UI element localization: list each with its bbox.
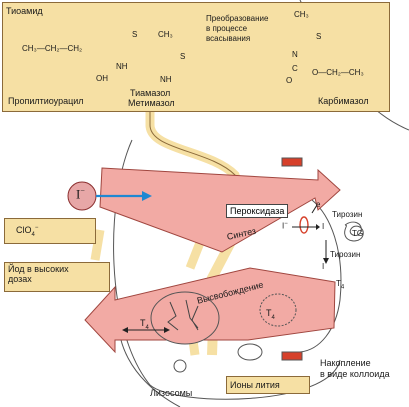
- carbimazole-n-label: N: [292, 50, 298, 59]
- iodine-atom-label: I: [322, 222, 325, 231]
- high-iodine-line-1: Йод в высоких: [8, 264, 69, 274]
- synthesis-arrow: [99, 167, 341, 253]
- high-iodine-box: Йод в высоких дозах: [4, 262, 110, 292]
- propylthiouracil-label: Пропилтиоурацил: [8, 96, 84, 106]
- colloid-line-2: в виде коллоида: [320, 369, 390, 379]
- t4-left-label: T4: [140, 318, 149, 331]
- colloid-line-1: Накопление: [320, 358, 371, 368]
- lithium-box: Ионы лития: [226, 376, 310, 394]
- t4-mid-label: T4: [266, 308, 275, 321]
- carbimazole-c-label: C: [292, 64, 298, 73]
- perchlorate-sup: −: [34, 225, 39, 231]
- small-vesicle: [237, 343, 263, 361]
- iodide-symbol: I−: [76, 186, 85, 202]
- iodide-letter: I: [76, 186, 81, 202]
- oxidation-ring: [299, 216, 309, 234]
- lithium-label: Ионы лития: [230, 380, 280, 390]
- perchlorate-text: ClO: [16, 225, 32, 235]
- peroxidase-box: Пероксидаза: [226, 204, 289, 219]
- tg-label: TG: [352, 229, 364, 238]
- carbimazole-label: Карбимазол: [318, 96, 369, 106]
- carbimazole-ester-label: O—CH₂—CH₃: [312, 68, 364, 77]
- thiamazole-nh-label: NH: [160, 75, 172, 84]
- block-marker-top: [281, 157, 303, 167]
- electron-label: e: [316, 200, 321, 209]
- lysosome-dot: [173, 359, 187, 373]
- iodine-low-label: I: [322, 262, 325, 271]
- carbimazole-o-label: O: [286, 76, 293, 85]
- perchlorate-sub: 4: [31, 231, 35, 238]
- ptu-nh-label: NH: [116, 62, 128, 71]
- conversion-note-3: всасывания: [206, 34, 251, 43]
- thyroglobulin-coil: [344, 221, 364, 242]
- thiamazole-ch3-label: CH₃: [158, 30, 173, 39]
- conversion-note-1: Преобразование: [206, 14, 269, 23]
- high-iodine-line-2: дозах: [8, 274, 32, 285]
- block-marker-bottom: [281, 351, 303, 361]
- peroxidase-label: Пероксидаза: [230, 206, 285, 216]
- carbimazole-ch3-label: CH₃: [294, 10, 309, 19]
- iodide-inside: I−: [282, 221, 288, 231]
- tyrosine-label-2: Тирозин: [330, 250, 361, 259]
- panel-title: Тиоамид: [6, 6, 43, 16]
- colloid-droplet: [259, 293, 297, 327]
- t4-right-label: T4: [336, 279, 345, 291]
- lysosomes-label: Лизосомы: [150, 388, 193, 398]
- ptu-oh-label: OH: [96, 74, 108, 83]
- methimazole-label: Метимазол: [128, 98, 175, 108]
- conversion-note-2: в процессе: [206, 24, 248, 33]
- iodide-charge: −: [80, 186, 85, 195]
- thiamazole-label: Тиамазол: [130, 88, 171, 98]
- thioamide-panel: [2, 2, 390, 112]
- tyrosine-label-1: Тирозин: [332, 210, 363, 219]
- carbimazole-s-label: S: [316, 32, 322, 41]
- thiamazole-s-label: S: [180, 52, 186, 61]
- follicle-lumen-outline: [299, 199, 342, 353]
- ptu-s-label: S: [132, 30, 138, 39]
- perchlorate-box: ClO4−: [4, 218, 96, 244]
- ptu-chain-label: CH₃—CH₂—CH₂: [22, 44, 83, 53]
